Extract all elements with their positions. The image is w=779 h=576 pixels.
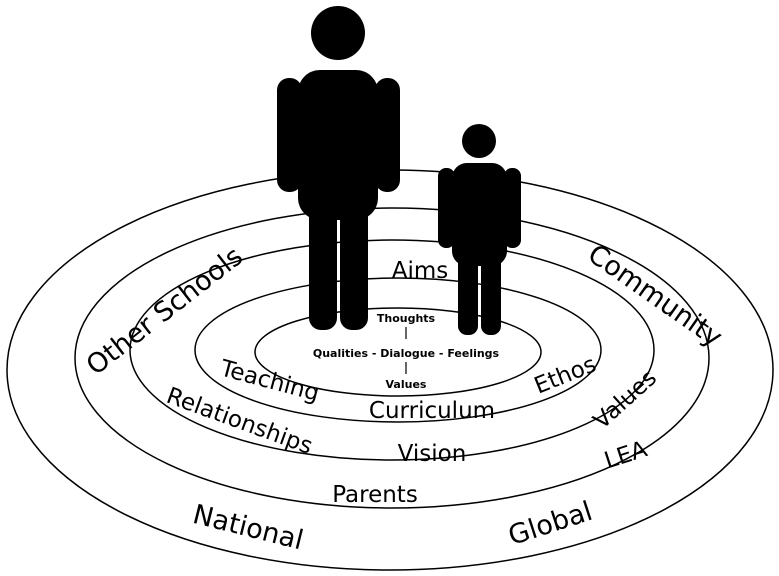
label-community: Community — [582, 239, 728, 354]
child-leg-right — [481, 250, 501, 335]
adult-arm-left — [277, 78, 302, 192]
label-teaching: Teaching — [217, 355, 322, 407]
child-torso — [452, 163, 507, 266]
adult-arm-right — [375, 78, 400, 192]
core-top-label: Thoughts — [377, 312, 436, 325]
child-figure-icon — [438, 124, 521, 335]
child-arm-left — [438, 168, 455, 248]
adult-figure-icon — [277, 6, 400, 330]
child-arm-right — [504, 168, 521, 248]
label-lea: LEA — [601, 436, 650, 474]
child-head — [462, 124, 496, 158]
label-national: National — [190, 499, 307, 556]
rings — [6, 169, 774, 571]
ring-outer — [6, 169, 774, 571]
adult-leg-left — [309, 205, 337, 330]
child-leg-left — [458, 250, 478, 335]
ring-labels: Aims Teaching Curriculum Ethos Relations… — [81, 239, 728, 557]
adult-leg-right — [340, 205, 368, 330]
label-ethos: Ethos — [531, 351, 600, 399]
label-aims: Aims — [392, 258, 449, 284]
core-middle-label: Qualities - Dialogue - Feelings — [313, 347, 500, 360]
label-parents: Parents — [332, 482, 418, 508]
ring-inner — [254, 307, 542, 397]
label-vision: Vision — [398, 441, 467, 467]
core-labels: Thoughts Qualities - Dialogue - Feelings… — [313, 312, 500, 391]
adult-torso — [298, 70, 378, 220]
ring-4 — [74, 207, 710, 509]
core-bottom-label: Values — [386, 378, 427, 391]
label-curriculum: Curriculum — [369, 398, 495, 424]
adult-head — [311, 6, 365, 60]
ring-3 — [129, 239, 655, 461]
ring-2 — [194, 277, 602, 423]
